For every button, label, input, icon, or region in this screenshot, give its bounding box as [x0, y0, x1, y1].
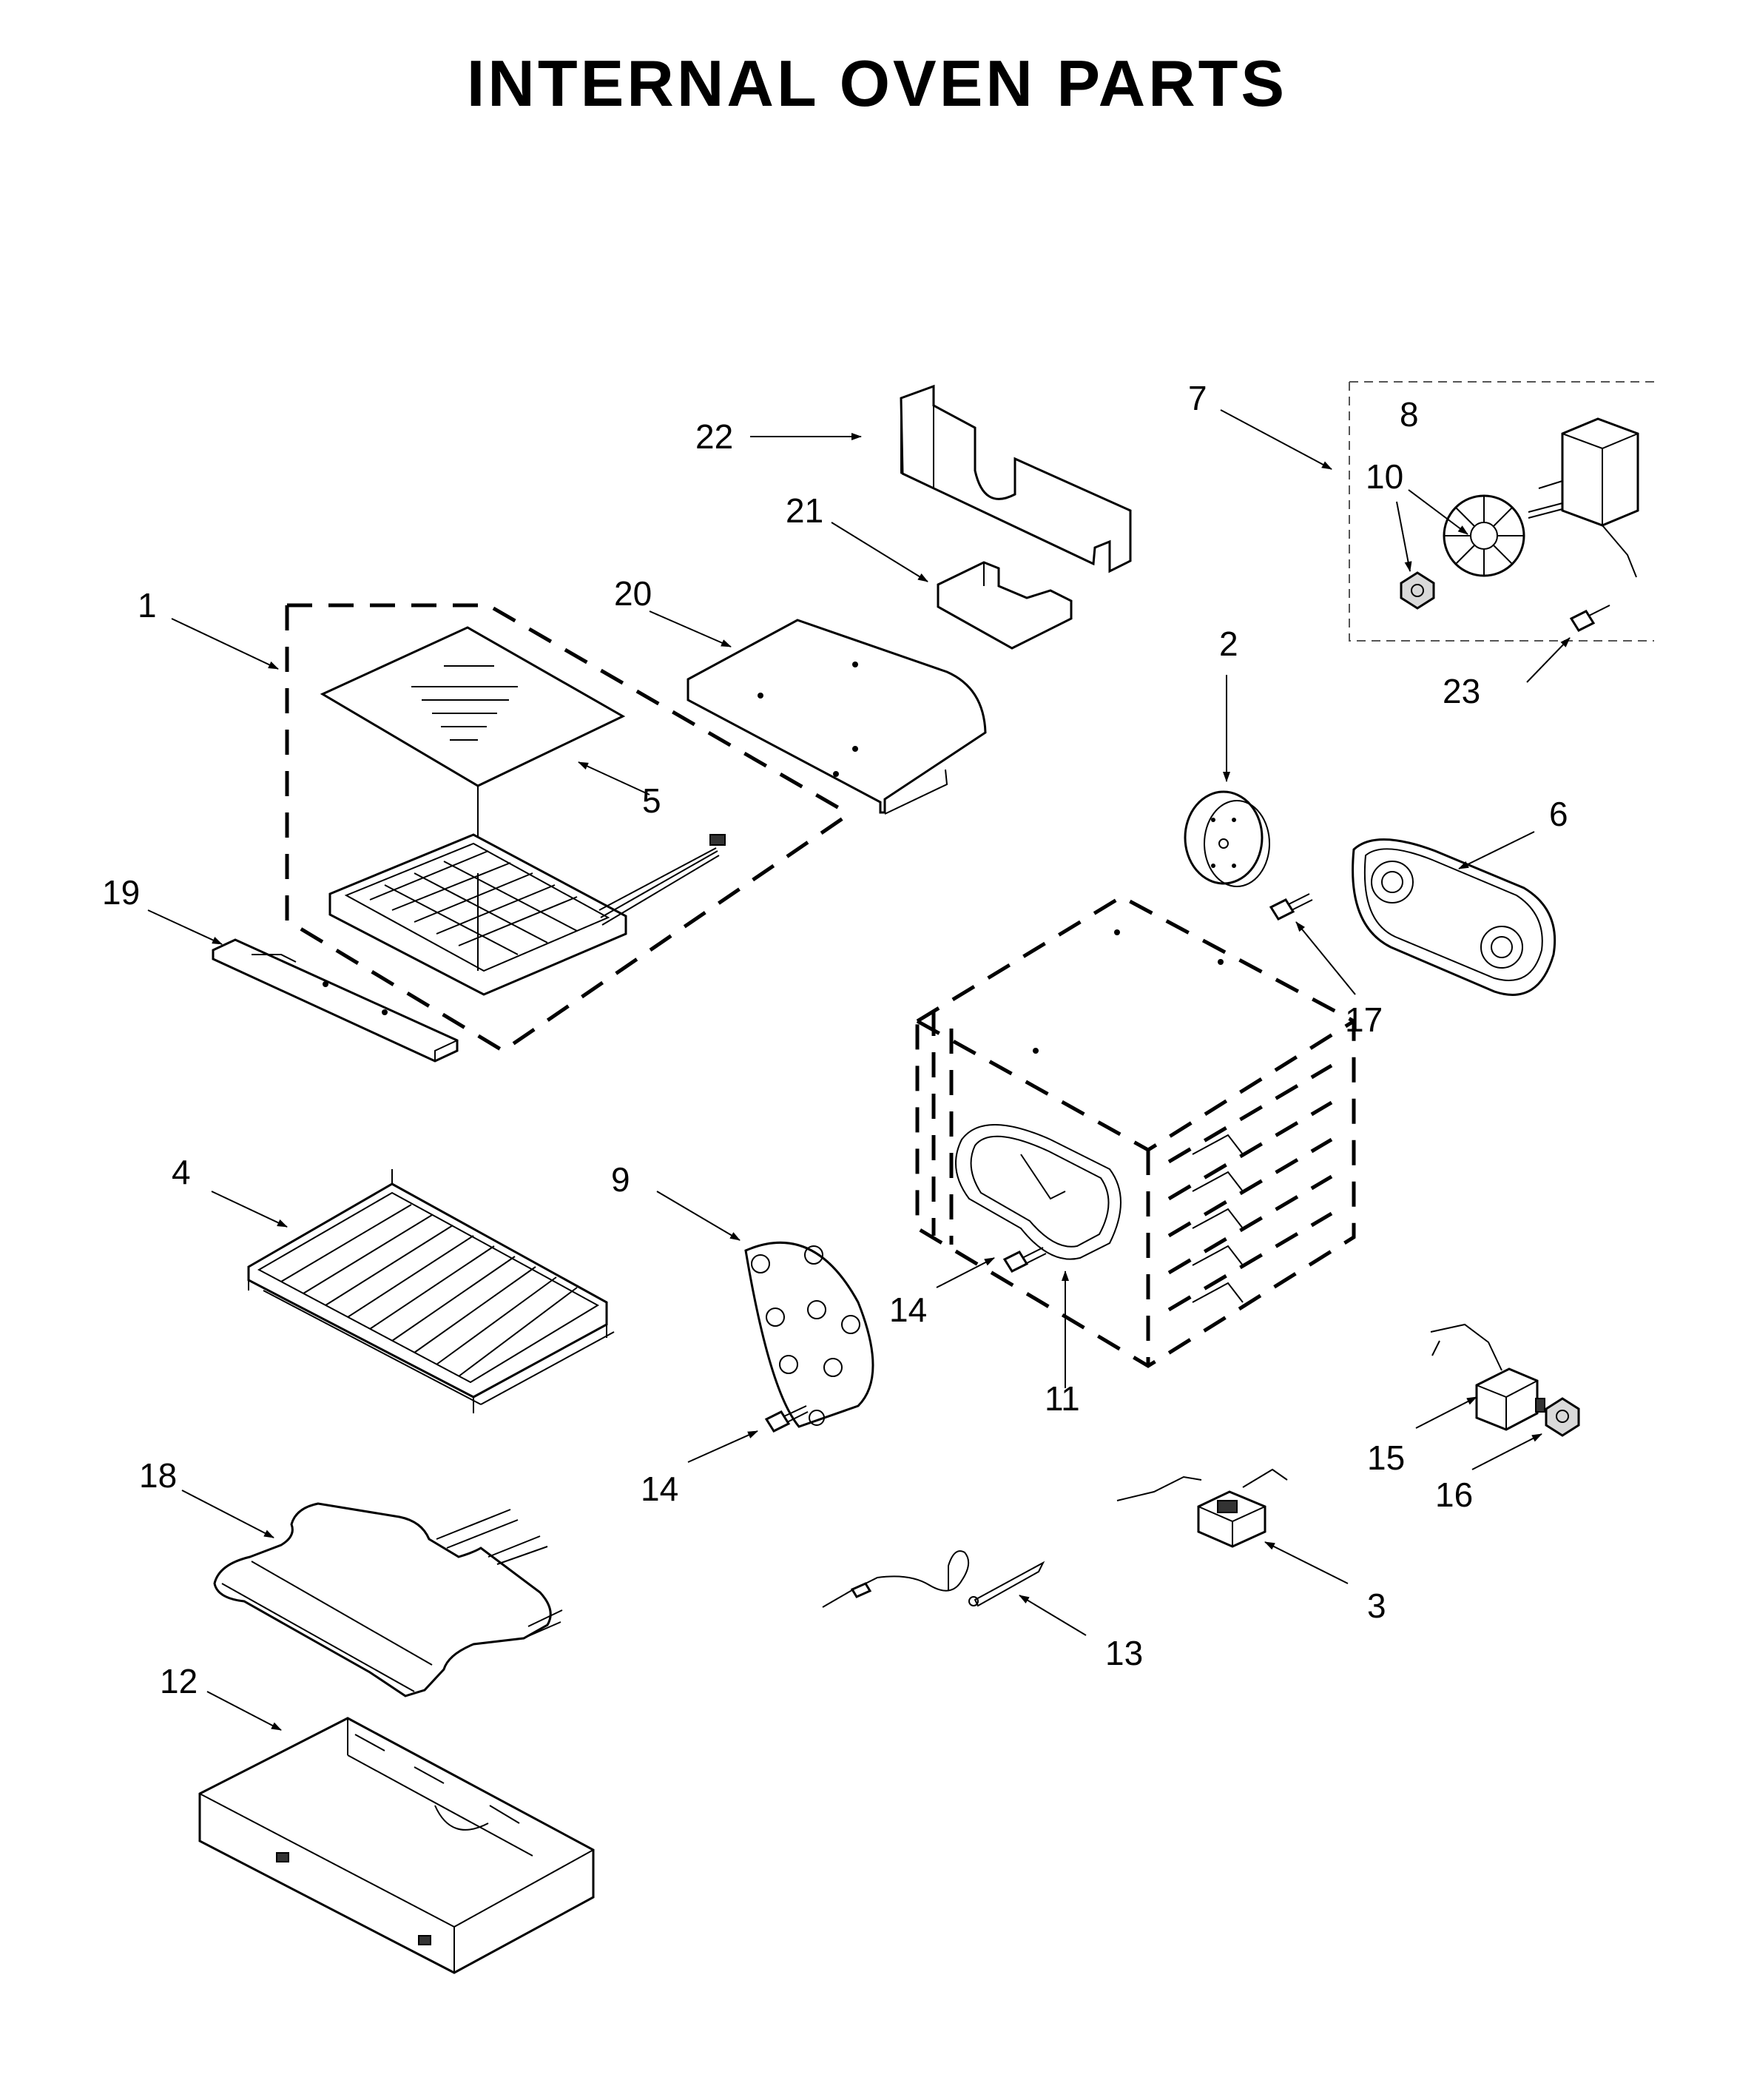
- part-7-fan-motor: [1528, 417, 1639, 578]
- callout-15: 15: [1367, 1438, 1405, 1477]
- part-15-switch: [1430, 1323, 1545, 1431]
- part-14-screw-upper: [1002, 1247, 1047, 1273]
- callout-8: 8: [1400, 395, 1419, 434]
- part-4-oven-rack: [247, 1169, 615, 1413]
- part-5-glass-panel: [320, 626, 626, 873]
- callout-21: 21: [786, 491, 823, 530]
- callout-10: 10: [1366, 457, 1403, 496]
- leader-lines: [147, 409, 1571, 1731]
- callout-14-lower: 14: [641, 1470, 678, 1508]
- part-6-fan-baffle: [1352, 838, 1556, 996]
- diagram-title: INTERNAL OVEN PARTS: [466, 47, 1288, 120]
- callout-12: 12: [160, 1662, 198, 1700]
- callout-1: 1: [138, 586, 157, 625]
- callout-9: 9: [611, 1160, 630, 1199]
- part-18-broil-element: [213, 1502, 563, 1697]
- part-1-element-tray: [328, 833, 726, 996]
- part-8-fan-blade: [1443, 494, 1525, 577]
- part-17-screw: [1269, 893, 1313, 921]
- part-9-rear-panel: [744, 1241, 874, 1428]
- callout-6: 6: [1549, 795, 1568, 833]
- part-13-meat-probe: [822, 1550, 1045, 1608]
- callout-19: 19: [102, 873, 140, 912]
- callout-labels: 22 21 20 7 8 10 23 1 5 2 6 19 17 4 9 14 …: [102, 379, 1568, 1700]
- part-11-oven-cavity: [915, 895, 1356, 1368]
- callout-22: 22: [695, 417, 733, 456]
- part-21-bracket: [937, 561, 1073, 650]
- part-3-temp-sensor: [1116, 1468, 1288, 1548]
- part-22-duct-cover: [900, 384, 1132, 573]
- callout-20: 20: [614, 574, 652, 613]
- callout-14-upper: 14: [889, 1290, 927, 1329]
- part-14-screw-lower: [764, 1405, 809, 1433]
- part-16-nut: [1545, 1397, 1580, 1437]
- callout-7: 7: [1188, 379, 1207, 417]
- part-12-bottom-tray: [198, 1717, 595, 1974]
- part-1-assembly-outline: [285, 603, 851, 1053]
- callout-4: 4: [172, 1153, 191, 1191]
- callout-23: 23: [1443, 672, 1480, 710]
- callout-3: 3: [1367, 1586, 1386, 1625]
- part-23-screw: [1569, 605, 1610, 632]
- part-19-front-trim: [212, 938, 459, 1063]
- part-10-nut: [1400, 571, 1435, 610]
- callout-5: 5: [642, 781, 661, 820]
- callout-13: 13: [1105, 1634, 1143, 1672]
- part-2-fan-disc: [1184, 790, 1270, 887]
- callout-11: 11: [1045, 1379, 1080, 1418]
- part-7-assembly-outline: [1349, 381, 1654, 642]
- callout-2: 2: [1219, 625, 1238, 663]
- callout-16: 16: [1435, 1475, 1473, 1514]
- part-20-shield-plate: [687, 619, 987, 815]
- callout-17: 17: [1345, 1000, 1383, 1039]
- callout-18: 18: [139, 1456, 177, 1495]
